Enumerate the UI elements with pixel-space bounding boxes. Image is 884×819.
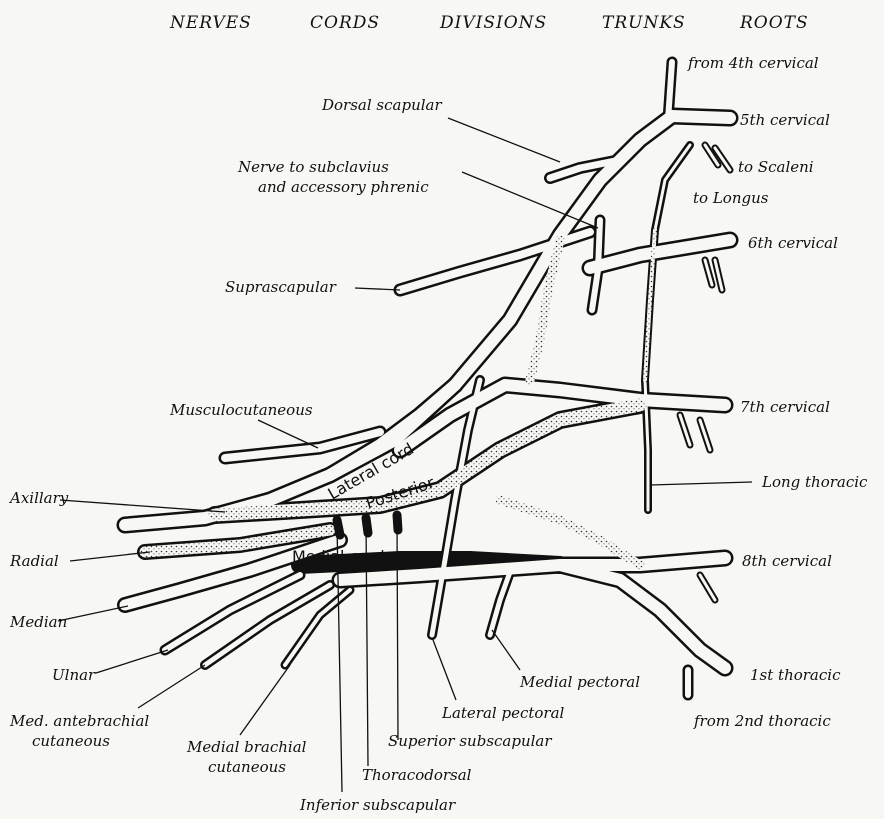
label-inferior-subscapular: Inferior subscapular — [299, 796, 456, 814]
label-thoracodorsal: Thoracodorsal — [362, 766, 472, 784]
label-med-antebrachial-2: cutaneous — [32, 732, 110, 750]
header-nerves: NERVES — [169, 13, 252, 33]
label-long-thoracic: Long thoracic — [761, 473, 868, 491]
label-medial-pectoral: Medial pectoral — [519, 673, 640, 691]
label-subclavius-1: Nerve to subclavius — [237, 158, 389, 176]
label-medial-brachial-1: Medial brachial — [186, 738, 307, 756]
label-med-antebrachial-1: Med. antebrachial — [9, 712, 149, 730]
label-subclavius-2: and accessory phrenic — [258, 178, 429, 196]
label-8th-cervical: 8th cervical — [742, 552, 832, 570]
label-musculocutaneous: Musculocutaneous — [169, 401, 313, 419]
label-suprascapular: Suprascapular — [225, 278, 337, 296]
label-medial-cord: Medial cord — [292, 547, 385, 566]
label-to-scaleni: to Scaleni — [738, 158, 814, 176]
label-dorsal-scapular: Dorsal scapular — [321, 96, 442, 114]
label-to-longus: to Longus — [693, 189, 769, 207]
long-thoracic-nerve — [645, 145, 690, 510]
column-headers: NERVES CORDS DIVISIONS TRUNKS ROOTS — [169, 13, 809, 33]
label-ulnar: Ulnar — [52, 666, 96, 684]
label-medial-brachial-2: cutaneous — [208, 758, 286, 776]
label-from-4th-cervical: from 4th cervical — [687, 54, 819, 72]
label-superior-subscapular: Superior subscapular — [388, 732, 552, 750]
label-radial: Radial — [9, 552, 59, 570]
label-from-2nd-thoracic: from 2nd thoracic — [693, 712, 831, 730]
header-roots: ROOTS — [739, 13, 809, 33]
header-divisions: DIVISIONS — [439, 13, 547, 33]
label-6th-cervical: 6th cervical — [748, 234, 838, 252]
header-trunks: TRUNKS — [602, 13, 686, 33]
label-5th-cervical: 5th cervical — [740, 111, 830, 129]
branch-labels: Dorsal scapular Nerve to subclavius and … — [8, 96, 640, 814]
label-1st-thoracic: 1st thoracic — [750, 666, 841, 684]
nerve-trunks — [125, 62, 730, 695]
label-median: Median — [9, 613, 67, 631]
header-cords: CORDS — [310, 13, 380, 33]
label-lateral-pectoral: Lateral pectoral — [441, 704, 565, 722]
label-axillary: Axillary — [8, 489, 69, 507]
label-7th-cervical: 7th cervical — [740, 398, 830, 416]
